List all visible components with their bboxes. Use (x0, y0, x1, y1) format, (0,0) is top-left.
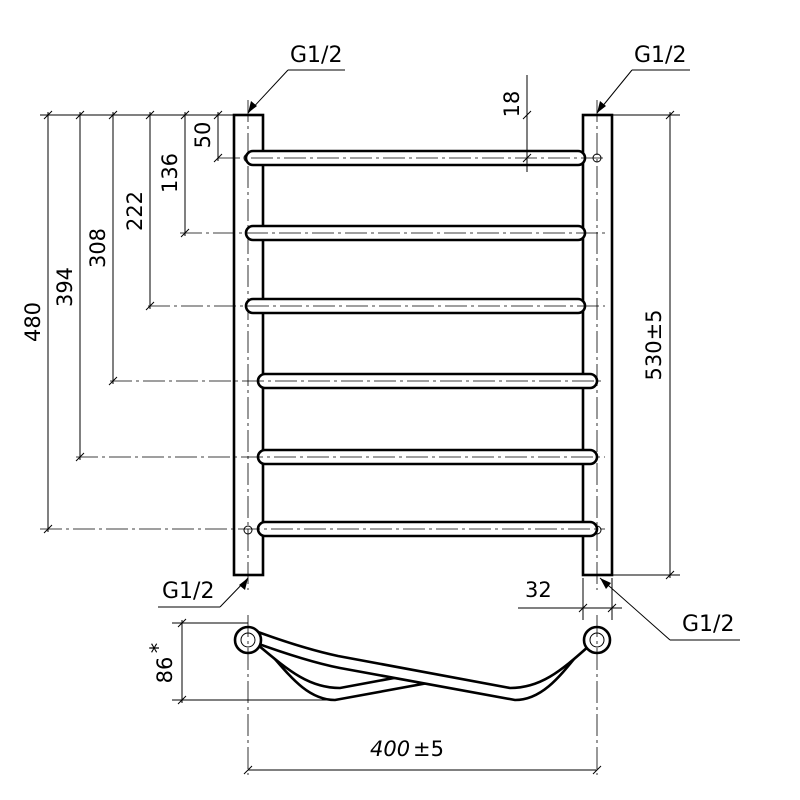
dim-400-tolerance: ±5 (413, 737, 444, 761)
rungs (40, 149, 605, 538)
g12-bottom-right-label: G1/2 (682, 612, 734, 637)
g12-bottom-left-label: G1/2 (162, 579, 214, 604)
leader-bottom-left (158, 577, 249, 608)
dim-530: 530±5 (642, 309, 666, 380)
dim-50: 50 (191, 122, 215, 149)
left-collector (232, 100, 265, 590)
rung-2 (180, 224, 605, 242)
leader-top-left (247, 69, 345, 114)
dim-480: 480 (21, 302, 45, 342)
height-dimension-lines (40, 110, 234, 534)
plan-view (233, 615, 612, 775)
dim-400-lines (243, 765, 602, 775)
rung-6 (40, 520, 605, 538)
rung-1 (218, 149, 605, 167)
g12-top-left-label: G1/2 (290, 43, 342, 68)
dim-32: 32 (525, 578, 552, 602)
dim-86-mark: * (146, 643, 170, 654)
dim-18-lines (522, 75, 532, 172)
dim-308: 308 (86, 228, 110, 268)
right-collector (581, 100, 614, 590)
rung-3 (148, 297, 605, 315)
dim-86: 86 (153, 657, 177, 684)
rung-5 (76, 448, 605, 466)
leader-top-right (596, 69, 690, 114)
rung-4 (110, 372, 605, 390)
g12-top-right-label: G1/2 (634, 43, 686, 68)
dim-86-lines (172, 618, 330, 705)
dim-530-lines (612, 110, 680, 580)
dim-136: 136 (158, 153, 182, 193)
dim-18: 18 (500, 91, 524, 118)
dim-400: 400 (370, 737, 410, 761)
dim-394: 394 (53, 267, 77, 307)
dim-32-lines (518, 578, 622, 620)
dim-222: 222 (123, 191, 147, 231)
